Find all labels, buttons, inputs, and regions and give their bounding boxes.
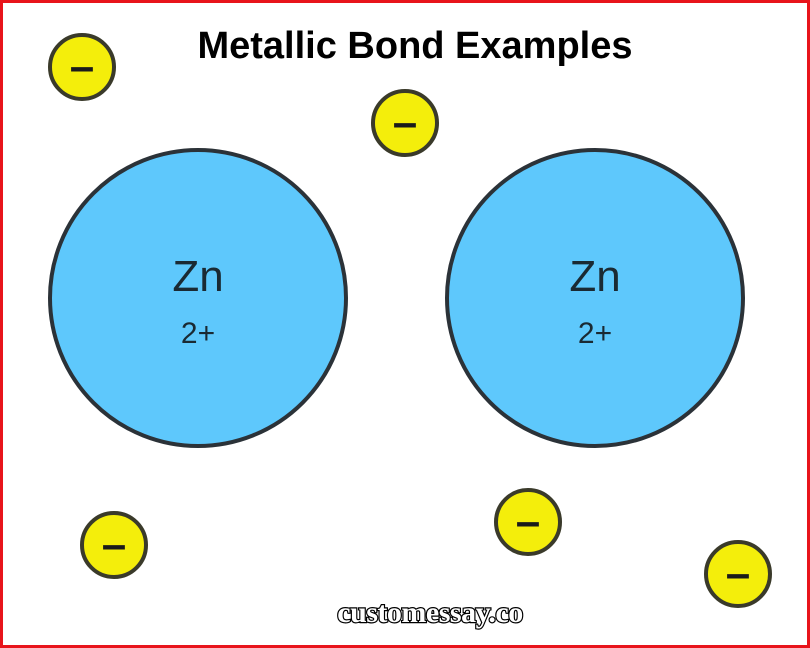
electron-sign: –: [102, 520, 126, 569]
electron-bottom-center: –: [494, 488, 562, 556]
electron-bottom-right: –: [704, 540, 772, 608]
ion-circle: [48, 148, 348, 448]
ion-symbol: Zn: [569, 252, 620, 301]
electron-sign: –: [726, 549, 750, 598]
electron-top-center: –: [371, 89, 439, 157]
ion-charge: 2+: [578, 317, 612, 350]
zinc-ion-left: Zn 2+: [48, 148, 348, 448]
electron-sign: –: [70, 42, 94, 91]
ion-symbol: Zn: [172, 252, 223, 301]
electron-sign: –: [516, 497, 540, 546]
zinc-ion-right: Zn 2+: [445, 148, 745, 448]
diagram-title: Metallic Bond Examples: [197, 25, 632, 67]
ion-circle: [445, 148, 745, 448]
electron-circle: [48, 33, 116, 101]
electron-bottom-left: –: [80, 511, 148, 579]
electron-circle: [80, 511, 148, 579]
watermark-text: customessay.co: [337, 596, 522, 629]
electron-sign: –: [393, 98, 417, 147]
electron-circle: [494, 488, 562, 556]
ion-charge: 2+: [181, 317, 215, 350]
electron-circle: [371, 89, 439, 157]
electron-top-left: –: [48, 33, 116, 101]
electron-circle: [704, 540, 772, 608]
